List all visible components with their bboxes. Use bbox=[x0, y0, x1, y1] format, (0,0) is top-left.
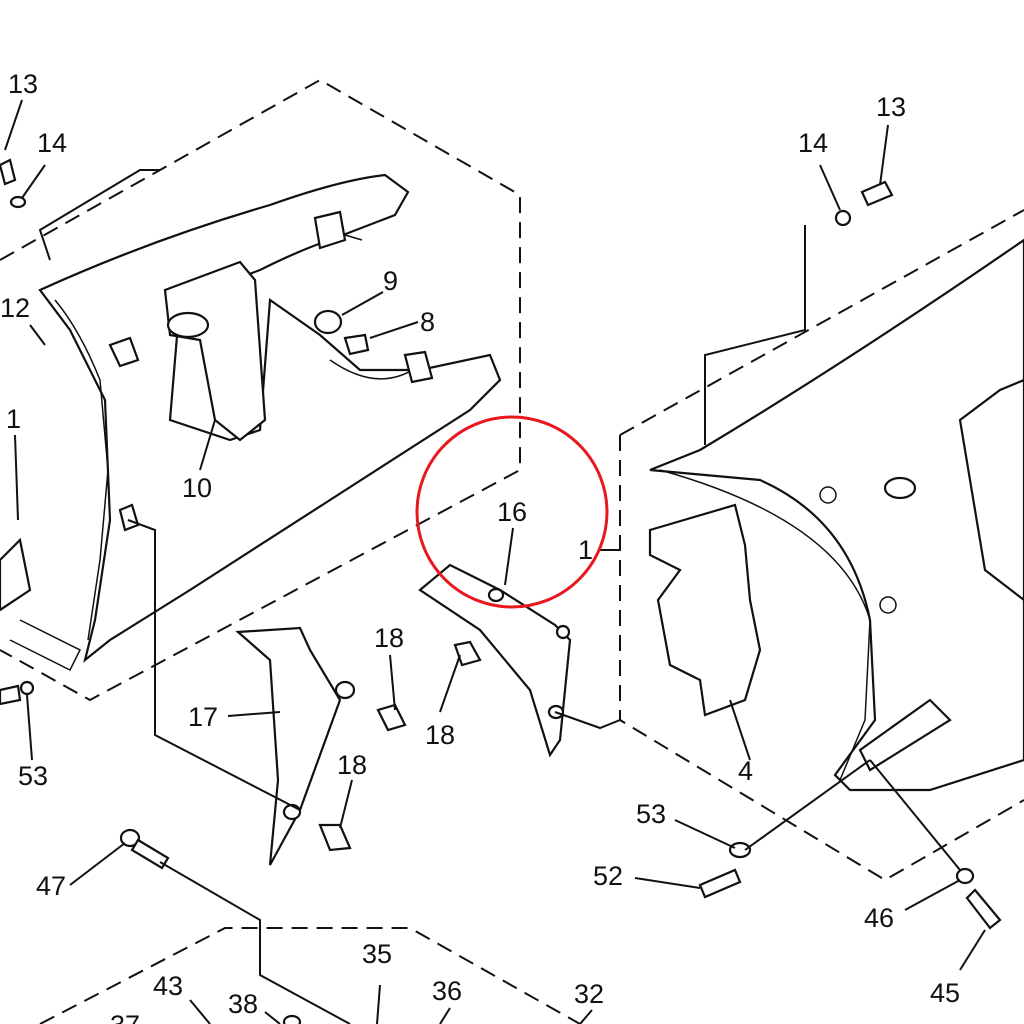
assembly-outline-right bbox=[619, 209, 1024, 882]
left-side-cowling bbox=[0, 173, 502, 672]
label-18: 18 bbox=[337, 750, 367, 780]
label-13-right: 13 bbox=[876, 92, 906, 122]
highlight-circle bbox=[415, 415, 609, 609]
label-36: 36 bbox=[432, 976, 462, 1006]
label-1-right: 1 bbox=[578, 535, 593, 565]
assembly-outline-bottom bbox=[39, 927, 581, 1024]
label-12: 12 bbox=[0, 293, 30, 323]
label-14: 14 bbox=[37, 128, 67, 158]
label-8: 8 bbox=[420, 307, 435, 337]
label-32: 32 bbox=[574, 979, 604, 1009]
label-16: 16 bbox=[497, 497, 527, 527]
label-1: 1 bbox=[6, 404, 21, 434]
label-14-right: 14 bbox=[798, 128, 828, 158]
label-46: 46 bbox=[864, 903, 894, 933]
label-4: 4 bbox=[738, 756, 753, 786]
grommet-part-9 bbox=[313, 309, 343, 335]
label-13: 13 bbox=[8, 69, 38, 99]
label-43: 43 bbox=[153, 971, 183, 1001]
bracket-part bbox=[403, 350, 434, 384]
collar-part-8 bbox=[343, 333, 370, 356]
label-53: 53 bbox=[18, 761, 48, 791]
label-47: 47 bbox=[36, 871, 66, 901]
fasteners bbox=[0, 158, 1002, 1024]
inner-panel-part-4 bbox=[648, 503, 762, 717]
right-side-cowling bbox=[649, 238, 1024, 792]
label-52: 52 bbox=[593, 861, 623, 891]
label-18: 18 bbox=[374, 623, 404, 653]
part-number-labels: 13 14 12 1 9 8 10 16 1 18 18 17 18 53 47… bbox=[0, 69, 960, 1024]
label-45: 45 bbox=[930, 978, 960, 1008]
leader-lines bbox=[4, 99, 986, 1024]
label-53-right: 53 bbox=[636, 799, 666, 829]
label-9: 9 bbox=[383, 266, 398, 296]
label-18: 18 bbox=[425, 720, 455, 750]
assembly-outline-left bbox=[0, 78, 521, 702]
label-38: 38 bbox=[228, 989, 258, 1019]
label-10: 10 bbox=[182, 473, 212, 503]
label-17: 17 bbox=[188, 702, 218, 732]
inner-panel-part-16 bbox=[418, 563, 572, 758]
label-35: 35 bbox=[362, 939, 392, 969]
label-37: 37 bbox=[110, 1010, 140, 1024]
